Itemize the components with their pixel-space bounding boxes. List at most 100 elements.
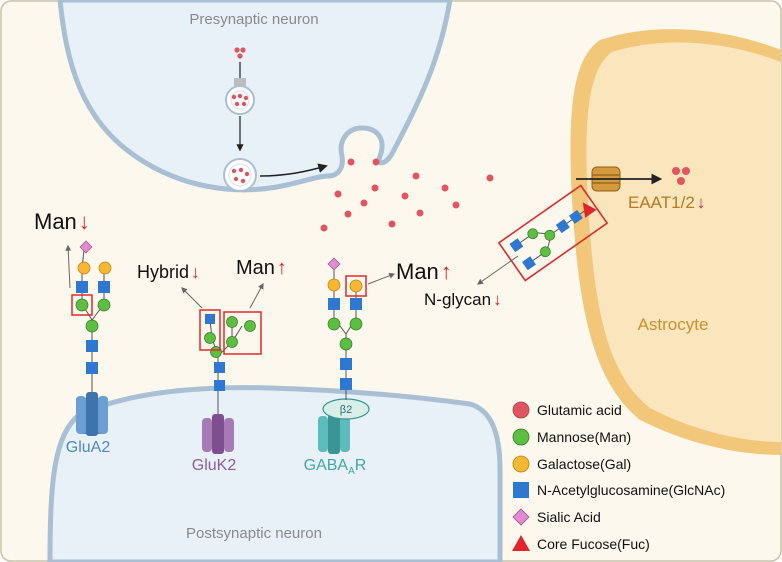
legend-label-glcnac: N-Acetylglucosamine(GlcNAc) bbox=[537, 482, 725, 498]
glutamate-dot bbox=[231, 94, 237, 100]
sialic-acid-legend-icon bbox=[512, 508, 530, 526]
glutamate-dot bbox=[344, 210, 352, 218]
galactose-symbol bbox=[98, 261, 112, 275]
glutamate-dot bbox=[401, 192, 409, 200]
glua2-subunit-right bbox=[98, 396, 108, 434]
astrocyte-cell bbox=[570, 29, 781, 456]
glua2-glycan-residues bbox=[71, 240, 112, 374]
glcnac-symbol bbox=[340, 378, 352, 390]
red-up-arrow-icon: ↑ bbox=[277, 257, 287, 279]
mannose-symbol bbox=[244, 320, 256, 332]
legend-label-glutamate: Glutamic acid bbox=[537, 402, 622, 418]
eaat-label: EAAT1/2↓ bbox=[628, 193, 705, 212]
gluk2-label: GluK2 bbox=[192, 457, 237, 474]
mannose-symbol bbox=[527, 228, 539, 240]
glua2-man-label: Man↓ bbox=[34, 209, 90, 234]
glutamate-dot bbox=[672, 167, 680, 175]
gabaa-subunit-right bbox=[340, 416, 350, 452]
astrocyte-label: Astrocyte bbox=[638, 315, 709, 334]
gluk2-man-text: Man bbox=[236, 257, 275, 279]
glua2-man-text: Man bbox=[34, 209, 77, 234]
mannose-symbol bbox=[339, 337, 353, 351]
hybrid-text: Hybrid bbox=[137, 262, 189, 282]
galactose-symbol bbox=[349, 279, 363, 293]
galactose-symbol bbox=[77, 261, 91, 275]
glutamate-dot bbox=[237, 53, 243, 59]
gabaa-glycan-residues bbox=[327, 257, 367, 390]
glutamate-dot bbox=[243, 95, 249, 101]
glycan-highlight-box bbox=[223, 311, 262, 355]
fucose-symbol bbox=[582, 202, 597, 218]
legend-label-mannose: Mannose(Man) bbox=[537, 429, 631, 445]
glycan-highlight-box bbox=[71, 294, 93, 316]
glcnac-symbol bbox=[205, 314, 215, 324]
mannose-symbol bbox=[349, 317, 363, 331]
vesicle-transporter bbox=[234, 78, 246, 88]
mannose-symbol bbox=[85, 319, 99, 333]
nglycan-arrow bbox=[477, 255, 519, 285]
gabaa-man-label: Man↑ bbox=[396, 259, 452, 284]
gluk2-receptor bbox=[202, 414, 234, 454]
mannose-symbol bbox=[204, 332, 216, 344]
text-labels: Presynaptic neuron Postsynaptic neuron A… bbox=[34, 11, 708, 542]
glutamate-dot bbox=[233, 176, 239, 182]
glutamate-dot bbox=[240, 178, 246, 184]
glcnac-symbol bbox=[509, 238, 524, 253]
astrocyte-body bbox=[586, 42, 781, 442]
gabaa-receptor bbox=[318, 398, 370, 454]
gabaa-man-arrow bbox=[367, 272, 396, 285]
gabaa-man-text: Man bbox=[396, 259, 439, 284]
mannose-symbol bbox=[540, 246, 551, 258]
glutamate-legend-icon bbox=[512, 401, 530, 419]
beta2-label: β2 bbox=[340, 404, 352, 416]
glutamate-dot bbox=[388, 220, 396, 228]
mannose-symbol bbox=[226, 316, 238, 328]
glycan-highlight-box bbox=[345, 275, 367, 297]
glutamate-dot bbox=[452, 201, 460, 209]
glutamate-dot bbox=[234, 101, 240, 107]
eaat-transporter bbox=[576, 166, 690, 192]
vesicle-inner bbox=[228, 163, 252, 187]
glutamate-dot bbox=[416, 209, 424, 217]
glcnac-symbol bbox=[555, 219, 570, 234]
glua2-receptor bbox=[76, 392, 108, 436]
glutamate-dot bbox=[241, 101, 247, 107]
glutamate-dot bbox=[237, 93, 243, 99]
glcnac-legend-icon bbox=[513, 482, 529, 498]
vesicle-inner bbox=[230, 90, 250, 110]
glutamate-dot bbox=[441, 184, 449, 192]
vesicle bbox=[225, 85, 255, 115]
mannose-legend-icon bbox=[512, 428, 530, 446]
galactose-legend-icon bbox=[512, 455, 530, 473]
glutamate-dot bbox=[240, 47, 246, 53]
gabaa-subunit-left bbox=[318, 416, 328, 452]
glcnac-symbol bbox=[522, 256, 536, 271]
glcnac-symbol bbox=[76, 281, 88, 293]
presynaptic-neuron bbox=[57, 0, 453, 193]
presynaptic-membrane bbox=[57, 0, 453, 193]
glcnac-symbol bbox=[214, 380, 225, 391]
glcnac-symbol bbox=[86, 362, 98, 374]
gabaa-core bbox=[328, 412, 340, 454]
glcnac-symbol bbox=[340, 358, 352, 370]
glutamate-dot bbox=[677, 177, 685, 185]
mannose-symbol bbox=[97, 298, 111, 312]
glutamate-dot bbox=[244, 171, 250, 177]
legend: Glutamic acid Mannose(Man) Galactose(Gal… bbox=[512, 401, 725, 552]
galactose-symbol bbox=[327, 278, 341, 292]
gluk2-subunit-left bbox=[202, 418, 212, 452]
presynaptic-label: Presynaptic neuron bbox=[189, 11, 318, 28]
glycan-highlight-box bbox=[497, 184, 609, 282]
synaptic-vesicles bbox=[223, 47, 328, 192]
legend-label-fucose: Core Fucose(Fuc) bbox=[537, 536, 650, 552]
glutamate-dot bbox=[234, 47, 240, 53]
glcnac-symbol bbox=[328, 298, 340, 310]
glutamate-dot bbox=[412, 172, 420, 180]
hybrid-label: Hybrid↓ bbox=[137, 262, 200, 282]
mannose-symbol bbox=[327, 317, 341, 331]
gabaa-label-subscript: A bbox=[348, 466, 355, 477]
red-down-arrow-icon: ↓ bbox=[79, 209, 90, 234]
gluk2-glycan-residues bbox=[199, 309, 262, 391]
